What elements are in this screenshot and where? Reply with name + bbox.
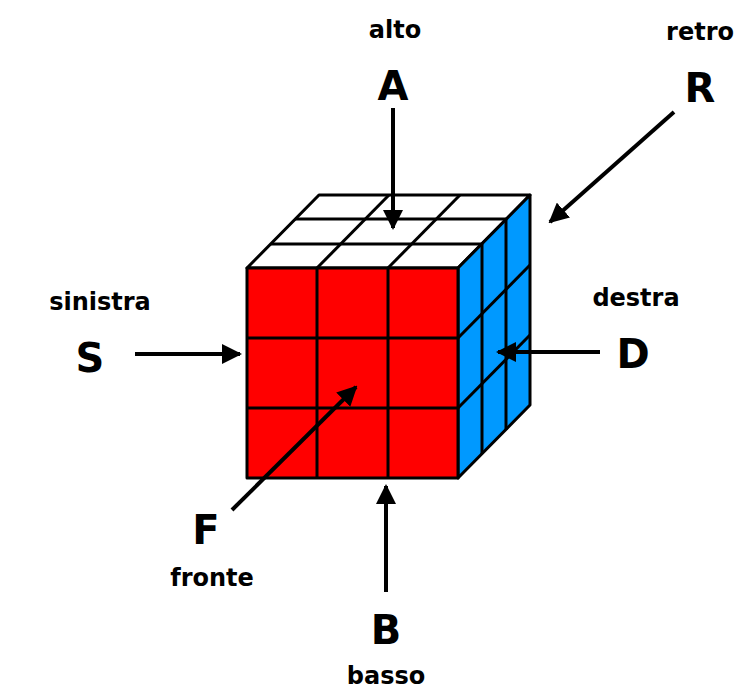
face-name: destra [592, 286, 679, 310]
face-name: alto [369, 18, 421, 42]
face-name: sinistra [49, 290, 151, 314]
front-face [247, 268, 458, 478]
face-letter: D [616, 334, 649, 374]
arrow-basso [384, 486, 388, 592]
face-letter: S [76, 338, 105, 378]
arrow-destra [498, 350, 600, 354]
cube [247, 195, 530, 478]
face-name: retro [666, 20, 734, 44]
face-letter: F [192, 510, 219, 550]
face-name: basso [347, 664, 425, 688]
arrow-alto [391, 108, 395, 228]
face-letter: A [378, 66, 409, 106]
pointer-arrows [135, 108, 674, 592]
arrow-fronte [232, 387, 356, 510]
arrow-sinistra [135, 352, 240, 356]
right-face [458, 195, 530, 478]
face-name: fronte [170, 566, 254, 590]
face-letter: R [685, 68, 716, 108]
arrow-retro [550, 112, 674, 222]
face-letter: B [371, 610, 402, 650]
